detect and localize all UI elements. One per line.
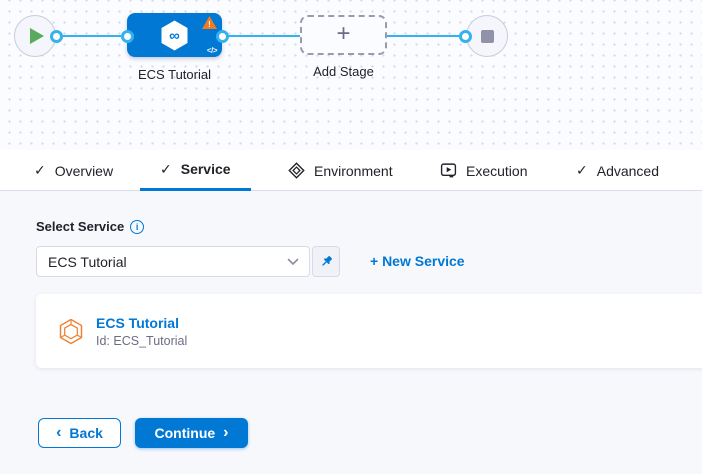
pipeline-start-node[interactable] xyxy=(14,15,56,57)
execution-play-icon xyxy=(440,163,457,178)
tab-advanced[interactable]: ✓ Advanced xyxy=(556,150,679,191)
end-node-port[interactable] xyxy=(459,29,472,43)
service-tab-panel: Select Service i + New Service xyxy=(0,191,702,474)
chevron-right-icon: › xyxy=(223,424,229,441)
new-service-link[interactable]: + New Service xyxy=(370,253,465,269)
tab-service[interactable]: ✓ Service xyxy=(140,150,251,191)
back-button[interactable]: ‹ Back xyxy=(38,418,121,448)
service-select[interactable] xyxy=(36,246,310,277)
select-service-label: Select Service i xyxy=(36,219,145,234)
add-stage-button[interactable]: + xyxy=(300,15,387,55)
stage-code-icon[interactable]: </> xyxy=(206,46,218,55)
tab-label: Environment xyxy=(314,162,393,179)
tab-environment[interactable]: Environment xyxy=(268,150,413,191)
service-hexagon-icon xyxy=(59,318,83,345)
stage-right-port[interactable] xyxy=(215,29,229,43)
pipeline-edge-right xyxy=(387,35,469,37)
environment-layers-icon xyxy=(288,162,305,179)
stage-node-label: ECS Tutorial xyxy=(138,67,211,82)
plus-icon: + xyxy=(336,20,351,47)
chevron-left-icon: ‹ xyxy=(56,424,62,441)
pin-icon xyxy=(321,255,332,266)
pipeline-end-node[interactable] xyxy=(466,15,508,57)
start-node-port[interactable] xyxy=(50,29,63,43)
stage-node-ecs-tutorial[interactable]: ∞ ! </> xyxy=(127,13,222,57)
tab-execution[interactable]: Execution xyxy=(420,150,547,191)
check-icon: ✓ xyxy=(34,162,46,178)
end-stop-icon xyxy=(481,30,494,43)
svg-text:∞: ∞ xyxy=(169,28,180,45)
add-stage-label: Add Stage xyxy=(313,64,374,79)
tab-label: Overview xyxy=(54,162,114,179)
service-select-value[interactable] xyxy=(37,253,287,270)
pin-service-button[interactable] xyxy=(312,246,340,277)
check-icon: ✓ xyxy=(160,160,172,177)
service-card-id: Id: ECS_Tutorial xyxy=(96,334,188,348)
tab-label: Service xyxy=(180,161,231,177)
stage-left-port[interactable] xyxy=(120,29,134,43)
stage-tabbar: ✓ Overview ✓ Service Environment Executi… xyxy=(0,150,702,191)
tab-label: Advanced xyxy=(596,162,660,179)
chevron-down-icon xyxy=(287,258,299,265)
tab-label: Execution xyxy=(466,162,528,179)
tab-overview[interactable]: ✓ Overview xyxy=(14,150,133,191)
continue-button[interactable]: Continue › xyxy=(135,418,248,448)
start-play-icon xyxy=(30,28,44,44)
check-icon: ✓ xyxy=(576,162,588,178)
info-icon[interactable]: i xyxy=(130,219,145,234)
service-card-title[interactable]: ECS Tutorial xyxy=(96,315,179,331)
service-card[interactable]: ECS Tutorial Id: ECS_Tutorial xyxy=(36,294,702,368)
cd-hexagon-icon: ∞ xyxy=(161,20,188,51)
pipeline-canvas[interactable]: ∞ ! </> ECS Tutorial + Add Stage xyxy=(0,0,702,150)
stage-warning-icon[interactable]: ! xyxy=(202,16,217,29)
